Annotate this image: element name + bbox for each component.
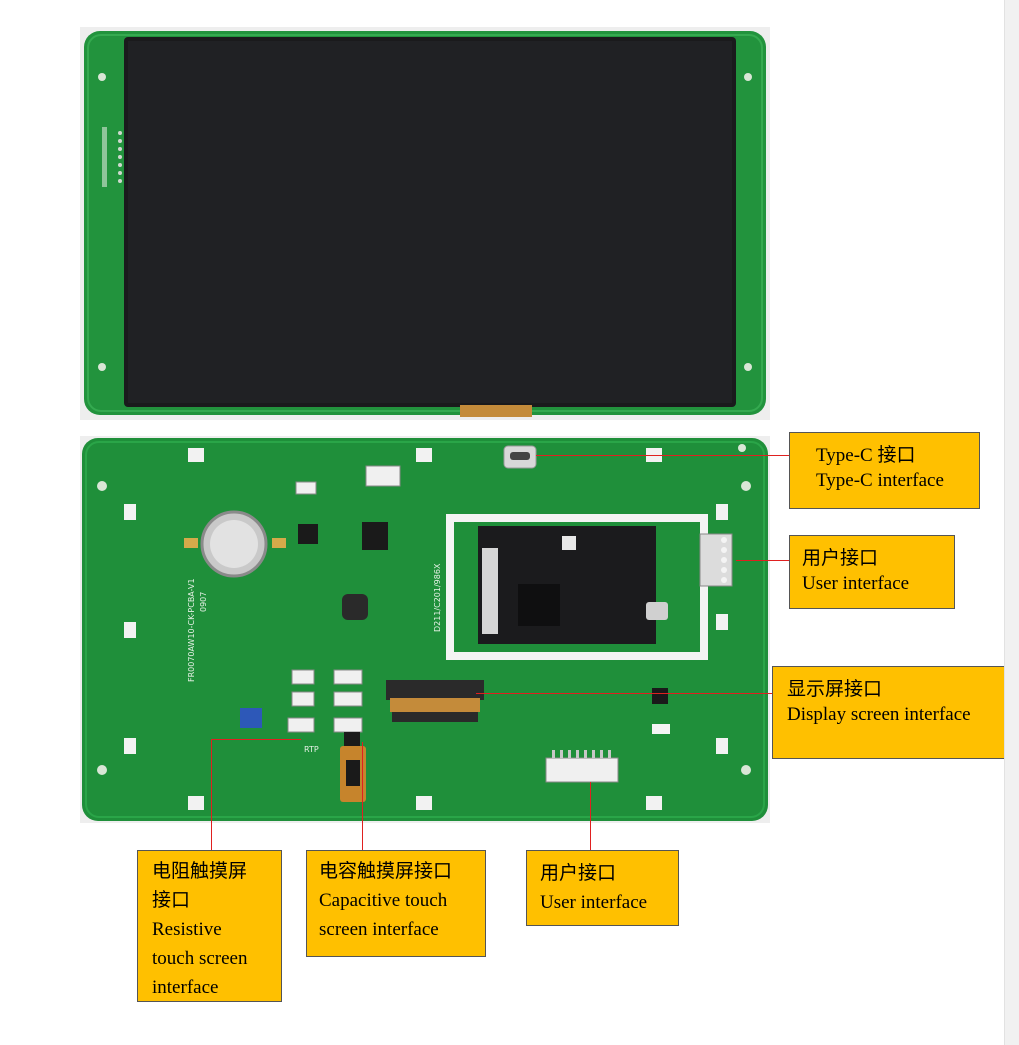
user-right-label-cn: 用户接口 — [802, 548, 879, 569]
leader-resistive-h — [211, 739, 301, 740]
resistive-label-l1: 电阻触摸屏 — [152, 861, 248, 882]
user-bottom-label-en: User interface — [540, 892, 648, 913]
back-view-photo: D211/C201/986X — [80, 436, 770, 823]
display-label-cn: 显示屏接口 — [787, 679, 883, 700]
typec-label-cn: Type-C 接口 — [816, 445, 916, 466]
resistive-label-l3: Resistive — [152, 919, 222, 940]
leader-typec — [536, 455, 789, 456]
capacitive-label-l2: Capacitive touch — [319, 890, 448, 911]
user-right-label-en: User interface — [802, 573, 910, 594]
revision-silkscreen: 0907 — [199, 592, 208, 612]
leader-capacitive — [362, 742, 363, 850]
capacitive-label-l3: screen interface — [319, 919, 439, 940]
rtp-silkscreen: RTP — [304, 745, 319, 754]
leader-resistive-v — [211, 739, 212, 850]
leader-display — [476, 693, 772, 694]
callout-typec: Type-C 接口 Type-C interface — [789, 432, 980, 509]
resistive-label-l4: touch screen — [152, 948, 248, 969]
callout-display: 显示屏接口 Display screen interface — [772, 666, 1005, 759]
vertical-scrollbar[interactable] — [1004, 0, 1019, 1045]
resistive-label-l5: interface — [152, 977, 219, 998]
callout-user-right: 用户接口 User interface — [789, 535, 955, 609]
resistive-label-l2: 接口 — [152, 890, 191, 911]
callout-capacitive: 电容触摸屏接口 Capacitive touch screen interfac… — [306, 850, 486, 957]
callout-user-bottom: 用户接口 User interface — [526, 850, 679, 926]
callout-resistive: 电阻触摸屏 接口 Resistive touch screen interfac… — [137, 850, 282, 1002]
display-label-en: Display screen interface — [787, 704, 971, 725]
part-number-silkscreen: FR0070AW10-CK-PCBA-V1 — [187, 578, 196, 682]
leader-user-bottom — [590, 782, 591, 850]
user-bottom-label-cn: 用户接口 — [540, 863, 617, 884]
typec-label-en: Type-C interface — [816, 470, 944, 491]
front-view-photo — [80, 27, 770, 420]
capacitive-label-l1: 电容触摸屏接口 — [319, 861, 453, 882]
leader-user-right — [736, 560, 789, 561]
module-code-silkscreen: D211/C201/986X — [433, 563, 442, 632]
